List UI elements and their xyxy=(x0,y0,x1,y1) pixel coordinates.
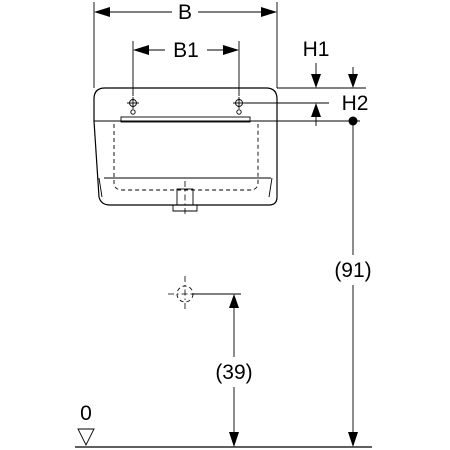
label-h2: H2 xyxy=(342,92,369,115)
lid-slot xyxy=(120,116,251,123)
mounting-hole-left xyxy=(127,97,139,115)
mounting-hole-right xyxy=(233,97,245,115)
dimension-overall-height xyxy=(348,116,358,447)
label-outlet-height: (39) xyxy=(215,361,252,384)
label-overall-height: (91) xyxy=(334,259,371,282)
dimension-h1 xyxy=(245,63,366,126)
label-b1: B1 xyxy=(173,39,199,62)
dimension-h2 xyxy=(277,67,360,122)
label-b: B xyxy=(178,1,192,24)
outlet-spigot xyxy=(172,181,198,217)
cistern-body xyxy=(93,87,278,206)
floor-level-marker-icon xyxy=(77,428,95,447)
dimension-b xyxy=(93,2,278,88)
label-h1: H1 xyxy=(303,38,330,61)
cistern-outline xyxy=(93,87,278,206)
outlet-position-marker xyxy=(168,276,206,310)
front-face-outline xyxy=(98,177,273,198)
label-floor-level: 0 xyxy=(80,402,92,425)
inner-tank-hidden-line xyxy=(113,124,259,191)
dimension-b1 xyxy=(132,41,240,96)
dimension-outlet-height xyxy=(192,293,241,447)
